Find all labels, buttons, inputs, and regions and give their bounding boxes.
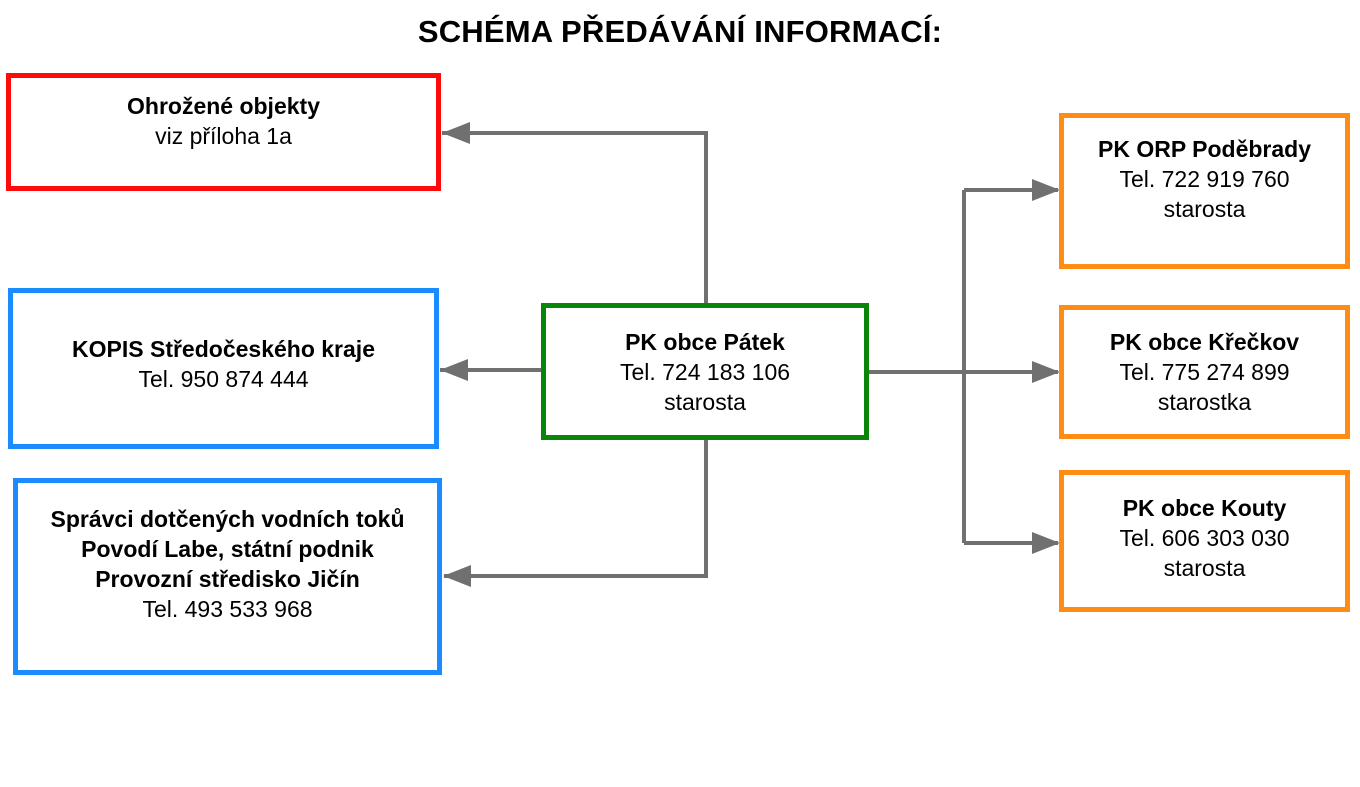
kopis-phone: Tel. 950 874 444 xyxy=(138,365,309,392)
water-managers-line3: Provozní středisko Jičín xyxy=(95,565,360,592)
kouty-phone: Tel. 606 303 030 xyxy=(1119,525,1290,551)
podebrady-name: PK ORP Poděbrady xyxy=(1097,136,1312,162)
kouty-role: starosta xyxy=(1163,555,1246,581)
podebrady-role: starosta xyxy=(1163,196,1246,222)
arrowhead-kopis xyxy=(440,359,468,381)
arrowhead-threatened xyxy=(442,122,470,144)
arrowhead-water-managers xyxy=(443,565,471,587)
center-phone: Tel. 724 183 106 xyxy=(619,358,791,385)
arrowhead-kreckov xyxy=(1032,361,1060,383)
kopis-name: KOPIS Středočeského kraje xyxy=(72,335,375,362)
arrow-to-water-managers xyxy=(444,440,708,578)
podebrady-box: PK ORP Poděbrady Tel. 722 919 760 staros… xyxy=(1059,113,1350,269)
kreckov-role: starostka xyxy=(1157,389,1252,415)
kreckov-box: PK obce Křečkov Tel. 775 274 899 starost… xyxy=(1059,305,1350,439)
diagram-title: SCHÉMA PŘEDÁVÁNÍ INFORMACÍ: xyxy=(417,14,943,49)
arrowhead-podebrady xyxy=(1032,179,1060,201)
kopis-box: KOPIS Středočeského kraje Tel. 950 874 4… xyxy=(8,288,439,449)
arrowhead-kouty xyxy=(1032,532,1060,554)
threatened-objects-name: Ohrožené objekty xyxy=(127,93,320,119)
center-name: PK obce Pátek xyxy=(625,328,785,355)
podebrady-phone: Tel. 722 919 760 xyxy=(1119,166,1290,192)
kreckov-name: PK obce Křečkov xyxy=(1109,329,1300,355)
center-role: starosta xyxy=(664,388,746,415)
arrow-to-threatened xyxy=(442,131,708,303)
kreckov-phone: Tel. 775 274 899 xyxy=(1119,359,1290,385)
water-managers-box: Správci dotčených vodních toků Povodí La… xyxy=(13,478,442,675)
water-managers-line2: Povodí Labe, státní podnik xyxy=(81,535,374,562)
kouty-name: PK obce Kouty xyxy=(1122,495,1287,521)
water-managers-line1: Správci dotčených vodních toků xyxy=(50,505,405,532)
kouty-box: PK obce Kouty Tel. 606 303 030 starosta xyxy=(1059,470,1350,612)
center-box: PK obce Pátek Tel. 724 183 106 starosta xyxy=(541,303,869,440)
threatened-objects-box: Ohrožené objekty viz příloha 1a xyxy=(6,73,441,191)
water-managers-phone: Tel. 493 533 968 xyxy=(142,595,313,622)
threatened-objects-note: viz příloha 1a xyxy=(155,123,292,149)
